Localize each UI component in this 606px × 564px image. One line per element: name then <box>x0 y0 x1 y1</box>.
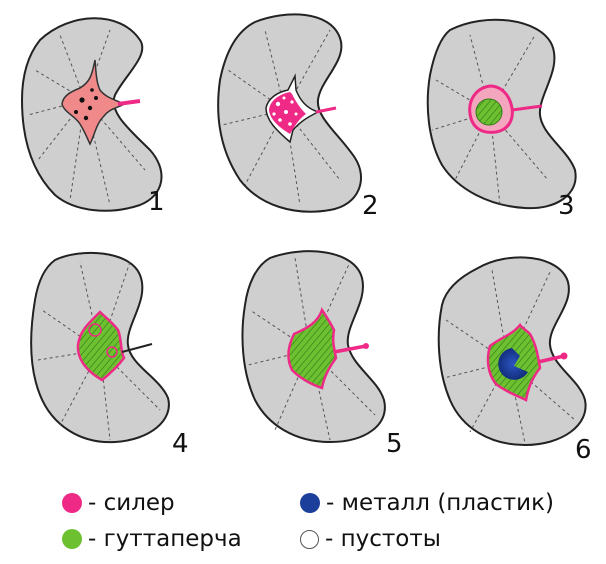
legend-item-gutta-percha: - гуттаперча <box>62 526 242 552</box>
root-section-2: 2 <box>218 14 378 221</box>
metal-swatch-icon <box>300 493 320 513</box>
gutta-percha-swatch-icon <box>62 529 82 549</box>
root-section-5: 5 <box>242 251 402 459</box>
figure-number: 6 <box>575 435 592 465</box>
figure-number: 2 <box>362 191 379 221</box>
legend-label: - пустоты <box>325 526 441 552</box>
sealer-swatch-icon <box>62 493 82 513</box>
legend-item-sealer: - силер <box>62 490 175 516</box>
isthmus-end <box>561 353 568 360</box>
figure-number: 3 <box>558 191 575 221</box>
figure-number: 1 <box>148 187 165 217</box>
isthmus <box>118 101 140 104</box>
legend-item-void: - пустоты <box>300 526 441 552</box>
legend: - силер - металл (пластик) - гуттаперча … <box>0 482 606 562</box>
root-section-3: 3 <box>428 20 576 221</box>
root-section-4: 4 <box>31 253 188 459</box>
legend-label: - металл (пластик) <box>326 490 554 516</box>
legend-item-metal: - металл (пластик) <box>300 490 554 516</box>
gutta-percha-cone-small <box>107 347 117 357</box>
isthmus-end <box>363 343 369 349</box>
gutta-percha-cone-small <box>89 324 101 336</box>
gutta-percha-cone <box>476 99 502 125</box>
figure-number: 5 <box>386 429 403 459</box>
figure-number: 4 <box>172 429 189 459</box>
legend-label: - гуттаперча <box>88 526 242 552</box>
legend-label: - силер <box>88 490 175 516</box>
root-section-1: 1 <box>22 18 165 217</box>
root-section-6: 6 <box>439 257 592 465</box>
void-swatch-icon <box>300 530 319 549</box>
